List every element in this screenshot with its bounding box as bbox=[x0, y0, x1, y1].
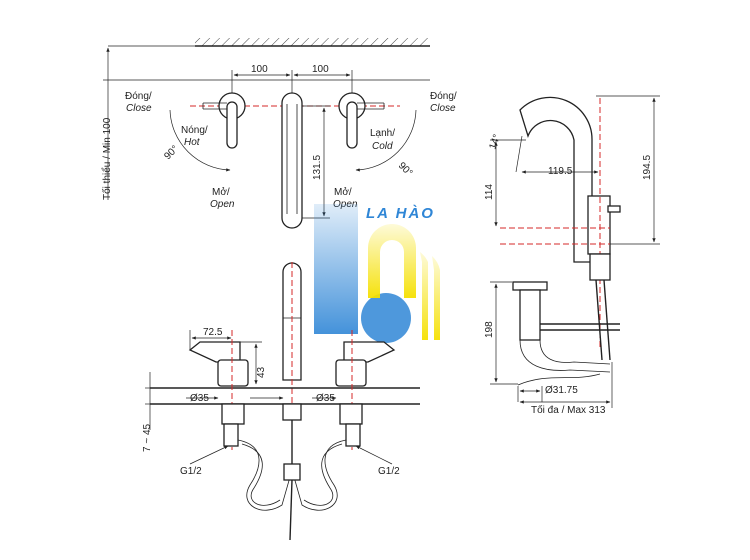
front-view: 72.5 43 Ø35 Ø35 7 ~ 45 bbox=[142, 262, 420, 541]
spout-reach-label: 119.5 bbox=[548, 166, 573, 177]
dia-right-label: Ø35 bbox=[316, 393, 335, 404]
spout-top bbox=[281, 92, 303, 229]
open-left-label: Mở/ bbox=[212, 186, 230, 198]
cold-hose bbox=[303, 443, 343, 506]
total-height-label: 194.5 bbox=[642, 155, 653, 180]
cold-inlet bbox=[345, 423, 361, 447]
top-view: Tối thiểu / Min 100 100 100 90° 131.5 bbox=[101, 38, 457, 229]
side-view: 14° 119.5 114 194.5 198 Ø31. bbox=[484, 95, 660, 416]
watermark-text: LA HÀO bbox=[366, 205, 435, 222]
hot-angle-arc bbox=[169, 109, 231, 172]
cold-label: Lạnh/ bbox=[370, 128, 395, 139]
open-left-en: Open bbox=[210, 199, 235, 210]
side-shank bbox=[589, 253, 611, 281]
close-left-en: Close bbox=[126, 103, 152, 114]
hot-valve-body bbox=[217, 359, 249, 387]
cold-en: Cold bbox=[372, 141, 393, 152]
cold-lever-front bbox=[343, 341, 396, 363]
logo-blue-circle bbox=[361, 293, 411, 343]
drain-tail bbox=[539, 339, 611, 365]
hot-hose bbox=[237, 439, 293, 511]
wall-hatch bbox=[195, 38, 430, 46]
drain-flange bbox=[512, 281, 548, 291]
hot-angle-label: 90° bbox=[162, 144, 180, 162]
spout-inner bbox=[286, 104, 298, 214]
hot-nut bbox=[221, 403, 245, 425]
drain-dia-label: Ø31.75 bbox=[545, 385, 578, 396]
hot-handle-lever bbox=[226, 101, 238, 149]
outlet-height-label: 114 bbox=[484, 184, 495, 200]
drain-body bbox=[519, 289, 541, 341]
spacing-right-label: 100 bbox=[312, 64, 329, 75]
side-rod bbox=[595, 279, 603, 361]
max-length-label: Tối đa / Max 313 bbox=[531, 404, 606, 416]
thread-right-leader bbox=[355, 445, 393, 465]
lever-height-label: 43 bbox=[256, 366, 267, 378]
open-right-label: Mở/ bbox=[334, 186, 352, 198]
side-body bbox=[587, 195, 611, 255]
hot-lever-front bbox=[188, 341, 241, 363]
spacing-left-label: 100 bbox=[251, 64, 268, 75]
deck-thickness-label: 7 ~ 45 bbox=[142, 423, 153, 452]
side-rod bbox=[603, 279, 611, 361]
dia-left-label: Ø35 bbox=[190, 393, 209, 404]
spout-nut bbox=[282, 403, 302, 421]
la-hao-watermark: LA HÀO bbox=[314, 204, 440, 343]
spout-height-label: 131.5 bbox=[312, 155, 323, 180]
cold-angle-arc bbox=[355, 109, 417, 172]
drain-tail bbox=[519, 339, 611, 373]
hot-hose bbox=[241, 443, 281, 506]
tee-connector bbox=[283, 463, 301, 481]
hot-en: Hot bbox=[184, 137, 201, 148]
lever-reach-label: 72.5 bbox=[203, 327, 223, 338]
spout-side bbox=[519, 96, 593, 263]
pop-up-knob bbox=[607, 205, 621, 213]
cold-angle-label: 90° bbox=[396, 160, 414, 178]
angle-leader bbox=[515, 135, 523, 173]
outlet-hose bbox=[289, 479, 293, 541]
thread-right-label: G1/2 bbox=[378, 466, 400, 477]
close-right-en: Close bbox=[430, 103, 456, 114]
break-line bbox=[517, 373, 601, 386]
min-height-label: Tối thiểu / Min 100 bbox=[101, 117, 113, 200]
logo-yellow-stripe bbox=[420, 252, 428, 340]
hot-label: Nóng/ bbox=[181, 125, 208, 136]
side-angle-label: 14° bbox=[487, 133, 503, 151]
cold-handle-lever bbox=[346, 101, 358, 149]
thread-left-label: G1/2 bbox=[180, 466, 202, 477]
logo-yellow-arch bbox=[368, 224, 416, 298]
cold-nut bbox=[339, 403, 363, 425]
thread-left-leader bbox=[189, 445, 229, 465]
hot-inlet bbox=[223, 423, 239, 447]
cold-valve-body bbox=[335, 359, 367, 387]
logo-yellow-stripe bbox=[432, 256, 440, 340]
logo-blue-bar bbox=[314, 204, 358, 334]
cold-hose bbox=[291, 439, 347, 511]
close-left-label: Đóng/ bbox=[125, 91, 152, 102]
close-right-label: Đóng/ bbox=[430, 91, 457, 102]
drain-length-label: 198 bbox=[484, 321, 495, 338]
